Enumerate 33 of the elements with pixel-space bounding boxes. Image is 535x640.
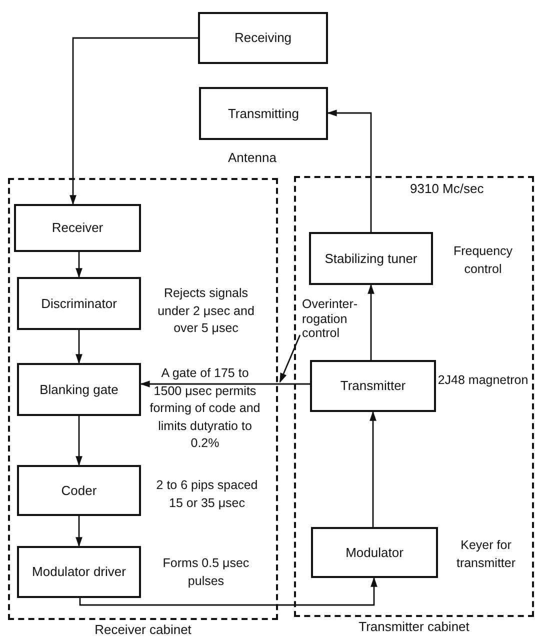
annotation-label: Antenna <box>228 150 276 165</box>
process-box: Receiver <box>14 204 141 252</box>
arrow <box>76 516 82 547</box>
arrow <box>368 284 374 360</box>
cabinet-label: Transmitter cabinet <box>358 619 470 634</box>
arrow <box>76 252 82 278</box>
arrow <box>79 577 378 606</box>
process-box: Receiving <box>198 12 328 64</box>
description-text: 2 to 6 pips spaced 15 or 35 μsec <box>155 477 259 512</box>
process-box: Coder <box>17 465 141 516</box>
description-text: Frequency control <box>452 243 514 278</box>
description-text: Forms 0.5 μsec pulses <box>162 555 250 590</box>
process-box: Transmitter <box>310 360 436 412</box>
process-box: Transmitting <box>199 87 328 140</box>
annotation-label: 9310 Mc/sec <box>410 181 484 196</box>
arrow <box>70 37 198 205</box>
process-box: Modulator <box>311 527 438 578</box>
description-text: A gate of 175 to 1500 μsec permits forming of code and limits dutyratio to 0.2% <box>148 365 262 452</box>
cabinet-label: Receiver cabinet <box>94 622 192 637</box>
process-box: Discriminator <box>17 277 141 330</box>
arrow <box>76 416 82 466</box>
arrow <box>140 380 310 388</box>
arrow <box>370 411 376 527</box>
description-text: Rejects signals under 2 μsec and over 5 μsec <box>156 285 256 337</box>
annotation-text: Overinter- rogation control <box>302 297 359 341</box>
process-box: Modulator driver <box>17 546 141 598</box>
description-text: Keyer for transmitter <box>455 537 517 572</box>
leader-line <box>279 334 301 383</box>
process-box: Stabilizing tuner <box>309 232 433 285</box>
arrow <box>76 330 82 364</box>
process-box: Blanking gate <box>17 363 141 416</box>
arrow <box>327 110 372 232</box>
description-text: 2J48 magnetron <box>437 372 529 389</box>
